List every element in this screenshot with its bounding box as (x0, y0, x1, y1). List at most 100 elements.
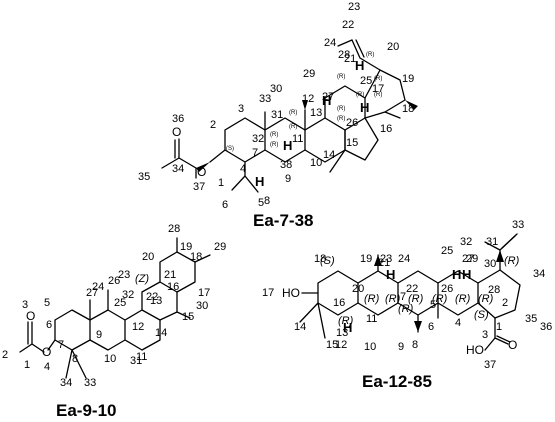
locant: 31 (271, 109, 283, 121)
locant: 34 (533, 268, 545, 280)
atom-labels-ea-7-38: O O H H H H H (172, 58, 369, 189)
locant: 28 (168, 223, 180, 235)
locant: 9 (398, 341, 404, 353)
locant: 37 (484, 359, 496, 371)
locant: 21 (164, 269, 176, 281)
locant: 8 (264, 195, 270, 207)
locant: 16 (333, 297, 345, 309)
locants-ea-7-38: 1 2 3 4 5 6 7 8 9 10 11 12 13 14 15 16 1… (138, 1, 414, 211)
locant: 19 (402, 73, 414, 85)
atom-HO-acid: HO (466, 343, 484, 357)
locant: 22 (342, 19, 354, 31)
locant: 7 (400, 291, 406, 303)
locant: 7 (58, 339, 64, 351)
locant: 17 (198, 287, 210, 299)
locant: 9 (96, 329, 102, 341)
locant: 34 (60, 377, 72, 389)
locant: 29 (214, 241, 226, 253)
locant: 14 (294, 321, 306, 333)
stereo-descriptor: (R) (374, 92, 382, 98)
locant: 23 (380, 253, 392, 265)
locant: 28 (488, 284, 500, 296)
locant: 1 (218, 177, 224, 189)
locant: 12 (335, 339, 347, 351)
stereo-ea-7-38: (S) (R) (R) (R) (R) (R) (R) (R) (R) (R) … (226, 52, 382, 152)
structure-ea-7-38: O O H H H H H 1 2 3 4 5 6 7 8 9 10 11 12… (138, 1, 418, 230)
wedges-ea-7-38 (196, 100, 418, 172)
locant: 15 (346, 137, 358, 149)
locant: 20 (142, 251, 154, 263)
locant: 33 (259, 93, 271, 105)
locant: 26 (346, 117, 358, 129)
locant: 30 (270, 83, 282, 95)
locant: 6 (428, 321, 434, 333)
locant: 31 (130, 355, 142, 367)
atom-H-5: H (343, 320, 352, 335)
stereo-descriptor: (R) (356, 92, 364, 98)
locant: 10 (104, 353, 116, 365)
locant: 2 (2, 349, 8, 361)
locant: 8 (72, 353, 78, 365)
locant: 19 (180, 241, 192, 253)
locant: 3 (238, 103, 244, 115)
locant: 23 (118, 269, 130, 281)
stereo-descriptor: (R) (338, 315, 354, 327)
locant: 12 (132, 321, 144, 333)
bonds-ea-7-38 (161, 39, 406, 193)
stereo-descriptor: (S) (320, 255, 335, 267)
stereo-descriptor: (R) (364, 293, 380, 305)
atom-labels-ea-12-85: HO H H H H HO O (282, 267, 517, 357)
atom-H-18: H (360, 100, 369, 115)
locant: 15 (326, 339, 338, 351)
stereo-descriptor: (S) (474, 309, 489, 321)
atom-O-carbonyl: O (26, 309, 35, 323)
stereo-descriptor: (R) (504, 255, 520, 267)
locant: 2 (502, 297, 508, 309)
locant: 21 (344, 53, 356, 65)
locant: 27 (322, 91, 334, 103)
locant: 29 (466, 253, 478, 265)
stereo-descriptor: (R) (455, 293, 471, 305)
stereo-descriptor: (R) (366, 52, 374, 58)
locant: 13 (150, 295, 162, 307)
locant: 13 (336, 327, 348, 339)
locant: 35 (525, 313, 537, 325)
structure-ea-12-85: HO H H H H HO O 1 2 3 4 5 6 7 8 9 10 11 … (262, 219, 552, 391)
stereo-descriptor: (R) (337, 74, 345, 80)
stereo-descriptor: (R) (289, 110, 297, 116)
structure-ea-9-10: O O 1 2 3 4 5 6 7 8 9 10 11 12 13 14 15 … (2, 223, 226, 420)
locant: 25 (360, 75, 372, 87)
atom-labels-ea-9-10: O O (26, 309, 51, 359)
locant: 7 (252, 147, 258, 159)
locant: 18 (402, 103, 414, 115)
stereo-ea-9-10: (Z) (135, 273, 149, 285)
atom-H-18: H (462, 267, 471, 282)
atom-H-9: H (283, 138, 292, 153)
locant: 36 (172, 113, 184, 125)
locant: 25 (441, 245, 453, 257)
stereo-descriptor: (R) (270, 132, 278, 138)
locant: 30 (196, 300, 208, 312)
locant: 14 (155, 327, 167, 339)
locant: 32 (252, 133, 264, 145)
atom-HO-3: HO (282, 286, 300, 300)
locant: 32 (122, 289, 134, 301)
locant: 11 (366, 313, 377, 325)
locant: 23 (348, 1, 360, 13)
atom-H-9: H (386, 267, 395, 282)
locant: 14 (323, 149, 335, 161)
locant: 17 (372, 83, 384, 95)
locant: 5 (430, 299, 436, 311)
locant: 18 (314, 253, 326, 265)
locants-ea-9-10: 1 2 3 4 5 6 7 8 9 10 11 12 13 14 15 16 1… (2, 223, 226, 389)
stereo-descriptor: (R) (270, 142, 278, 148)
locant: 5 (44, 297, 50, 309)
locant: 29 (303, 68, 315, 80)
locant: 4 (455, 317, 461, 329)
locant: 27 (86, 287, 98, 299)
locant: 6 (222, 199, 228, 211)
locant: 21 (378, 257, 390, 269)
stereo-descriptor: (R) (337, 106, 345, 112)
locant: 8 (412, 339, 418, 351)
